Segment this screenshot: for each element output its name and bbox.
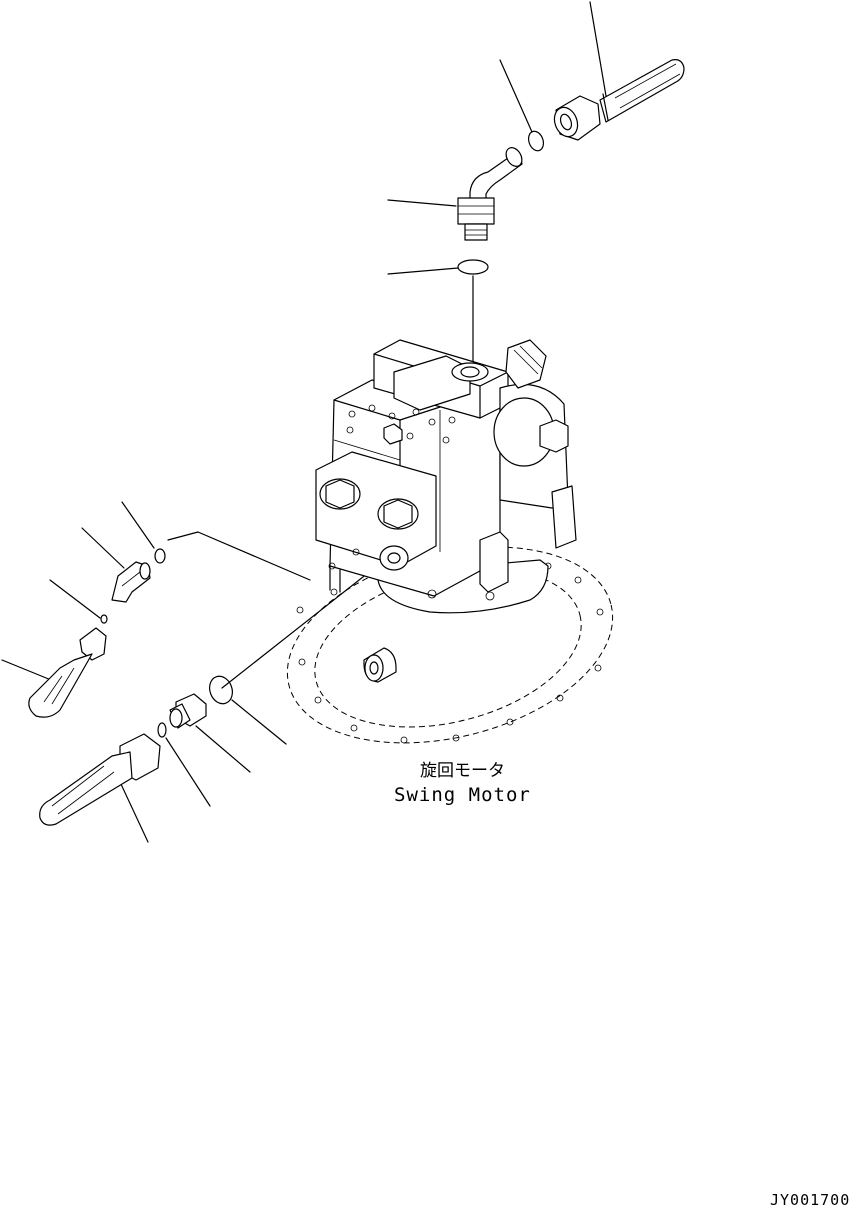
mid-o-ring bbox=[458, 260, 488, 274]
upper-hose-nut bbox=[551, 96, 600, 140]
lower-hose bbox=[40, 734, 160, 825]
swing-motor-label-jp: 旋回モータ bbox=[420, 761, 505, 781]
upper-o-ring bbox=[526, 129, 546, 153]
swing-motor-label-en: Swing Motor bbox=[394, 784, 531, 806]
straight-fitting bbox=[170, 694, 206, 728]
upper-hose bbox=[600, 60, 684, 122]
small-hose bbox=[29, 628, 106, 717]
large-o-ring bbox=[206, 673, 236, 707]
small-o-ring-upper bbox=[155, 549, 165, 563]
small-elbow-fitting bbox=[112, 562, 150, 602]
drawing-id: JY001700 bbox=[770, 1191, 850, 1208]
tiny-o-ring bbox=[101, 615, 107, 623]
elbow-fitting bbox=[458, 145, 525, 240]
swing-motor bbox=[267, 340, 634, 774]
leader-lines bbox=[2, 2, 606, 842]
small-o-ring-lower bbox=[158, 723, 166, 737]
flange-boss bbox=[364, 648, 396, 682]
